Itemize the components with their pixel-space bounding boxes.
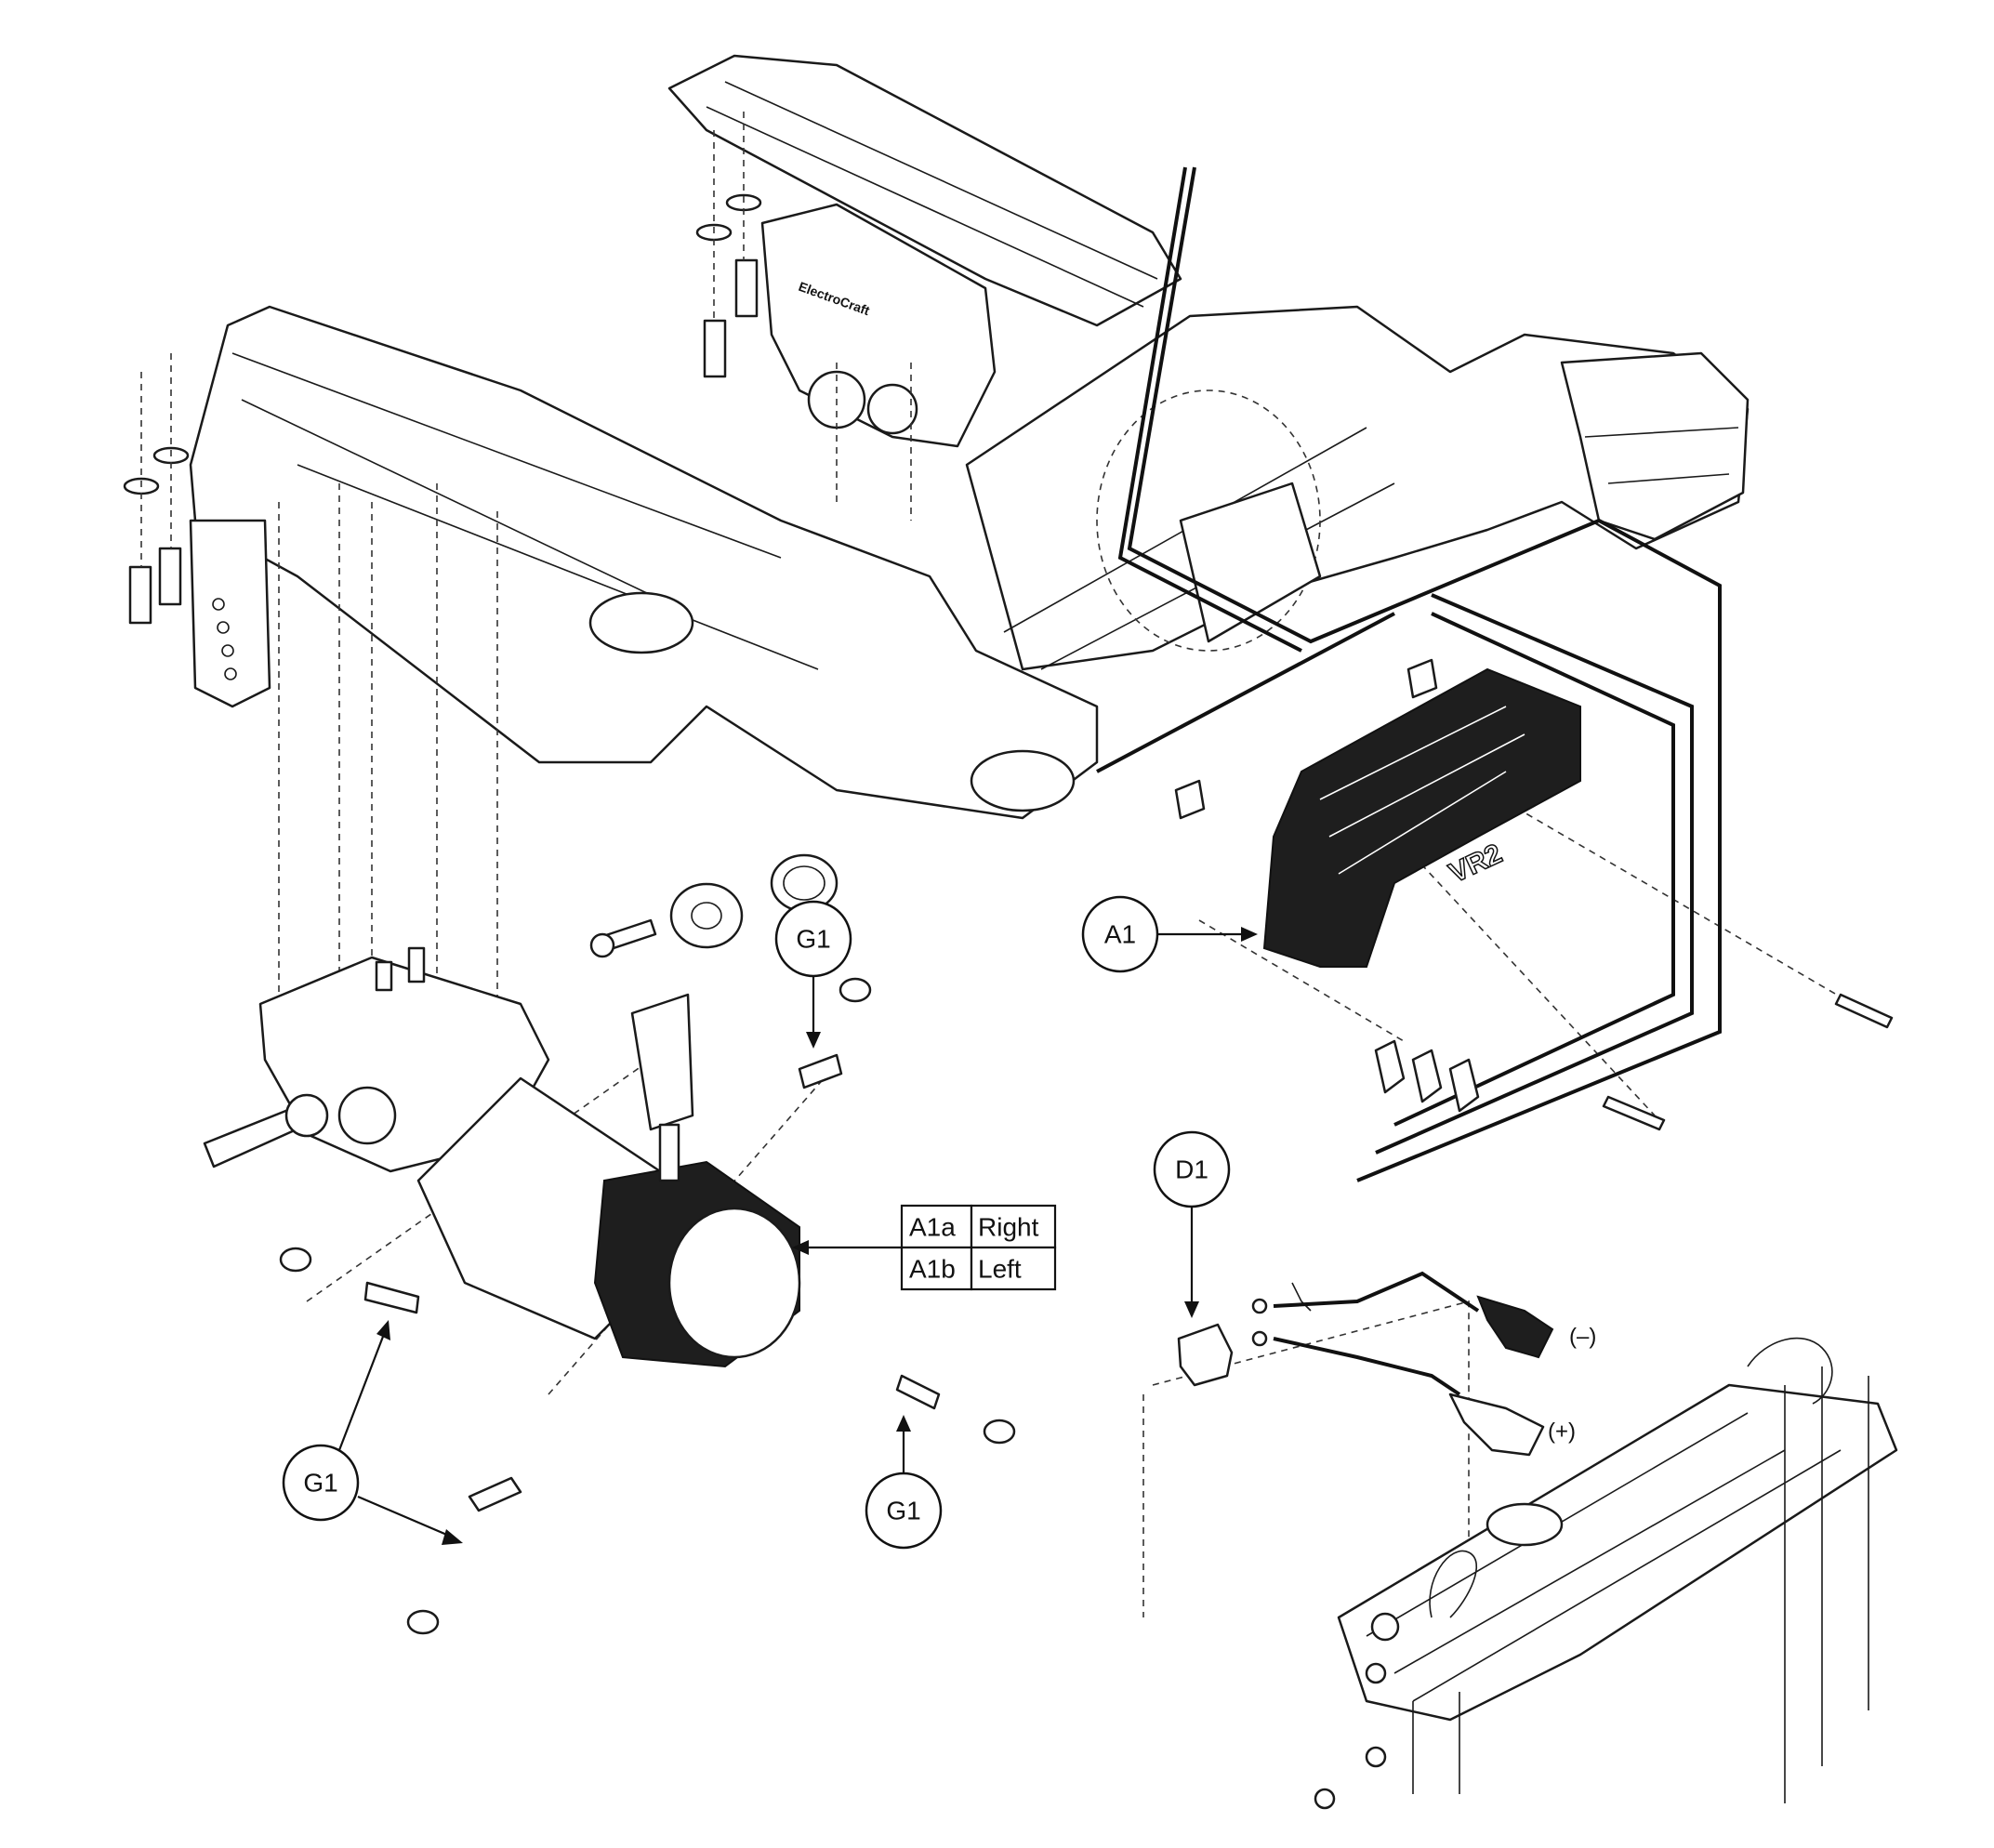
rear-motor-outline (1096, 389, 1321, 652)
circuit-breaker-assembly (1177, 1271, 1554, 1457)
controller-connectors (1374, 1039, 1480, 1113)
negative-battery-terminal (1476, 1295, 1554, 1359)
controller-screw (1834, 993, 1894, 1029)
motor-side-left: Left (978, 1255, 1022, 1284)
assembly-guide-lines (140, 112, 1869, 1617)
controller-module: VR2 (1174, 658, 1894, 1131)
negative-terminal-label: (–) (1569, 1325, 1596, 1350)
caster-post (189, 519, 271, 708)
drive-motor-assembly (203, 946, 801, 1368)
base-subframe (1314, 1337, 1898, 1810)
callout-g1-right: G1 (865, 1415, 943, 1550)
motor-side-right: Right (978, 1213, 1039, 1242)
motor-mounting-screws (279, 977, 1016, 1635)
caster-post-holes (212, 598, 237, 680)
subframe-roller (1486, 1502, 1564, 1547)
callout-g1-left: G1 (282, 1320, 463, 1545)
positive-battery-terminal (1448, 1393, 1545, 1457)
right-arm-end (1560, 351, 1750, 541)
motor-code-right: A1a (909, 1213, 956, 1242)
svg-text:G1: G1 (796, 925, 830, 954)
subframe-rail (1337, 1383, 1898, 1722)
rear-frame-rail (667, 54, 1182, 327)
motor-brake-connector (630, 993, 694, 1131)
bearing-parts (589, 853, 839, 958)
controller-clip (1406, 658, 1438, 699)
bushing-opening-left (588, 591, 694, 654)
positive-terminal-label: (+) (1548, 1419, 1576, 1445)
svg-text:G1: G1 (886, 1497, 920, 1525)
bushing-opening-right (970, 749, 1076, 812)
callout-motor-table: A1a Right A1b Left (792, 1204, 1057, 1291)
svg-text:D1: D1 (1175, 1155, 1208, 1184)
svg-text:A1: A1 (1104, 920, 1136, 949)
controller-body (1262, 667, 1581, 968)
wiring-harness (1096, 166, 1722, 1182)
controller-screw (1602, 1095, 1666, 1131)
callout-g1-top: G1 (774, 900, 852, 1049)
svg-text:G1: G1 (303, 1469, 337, 1498)
spacer (669, 882, 744, 949)
circuit-breaker (1177, 1323, 1234, 1387)
callout-a1: A1 (1081, 895, 1258, 973)
controller-clip (1174, 779, 1206, 820)
motor-code-left: A1b (909, 1255, 956, 1284)
callout-d1: D1 (1153, 1130, 1231, 1318)
